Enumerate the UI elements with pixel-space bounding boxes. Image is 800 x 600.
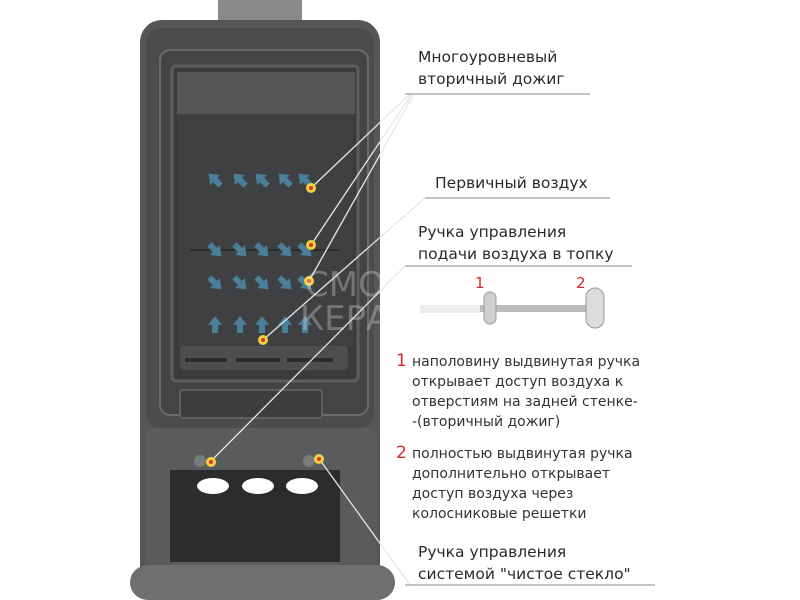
note-line: колосниковые решетки (412, 506, 587, 522)
ash-drawer (179, 389, 323, 419)
label-air-handle-1: Ручка управления (418, 223, 567, 241)
note-line: наполовину выдвинутая ручка (412, 354, 641, 370)
label-clean-glass-2: системой "чистое стекло" (418, 565, 631, 583)
watermark-line-2: КЕРА (300, 299, 390, 339)
airflow-arrow-icon (208, 316, 222, 333)
airflow-arrow-icon (233, 173, 248, 188)
note-line: доступ воздуха через (412, 486, 574, 502)
note-line: дополнительно открывает (412, 466, 611, 482)
watermark-line-1: СМОЛ (305, 265, 411, 305)
airflow-arrow-icon (255, 173, 270, 188)
note-number: 2 (396, 443, 407, 463)
markers (206, 183, 324, 467)
airflow-arrow-icon (278, 316, 292, 333)
airflow-arrow-icon (254, 275, 269, 290)
airflow-arrow-icon (208, 173, 223, 188)
label-clean-glass-1: Ручка управления (418, 543, 567, 561)
handle-position-2: 2 (576, 274, 586, 292)
airflow-arrow-icon (298, 316, 312, 333)
airflow-arrow-icon (277, 242, 292, 257)
airflow-arrow-icon (233, 316, 247, 333)
airflow-arrow-icon (232, 275, 247, 290)
baffle (177, 72, 355, 114)
note-line: отверстиям на задней стенке- (412, 394, 638, 410)
airflow-arrow-icon (232, 242, 247, 257)
label-underlines (405, 93, 655, 586)
leader-lines (209, 93, 426, 586)
airflow-arrow-icon (255, 316, 269, 333)
label-secondary-burn-2: вторичный дожиг (418, 70, 565, 88)
note-line: полностью выдвинутая ручка (412, 446, 633, 462)
airflow-arrow-icon (278, 173, 293, 188)
label-air-handle-2: подачи воздуха в топку (418, 245, 614, 263)
note-line: -(вторичный дожиг) (412, 414, 561, 430)
air-knob (194, 455, 206, 467)
note-line: открывает доступ воздуха к (412, 374, 624, 390)
airflow-arrow-icon (207, 275, 222, 290)
airflow-arrow-icon (207, 242, 222, 257)
handle-position-1: 1 (475, 274, 485, 292)
label-secondary-burn-1: Многоуровневый (418, 48, 558, 66)
note-number: 1 (396, 351, 407, 371)
clean-glass-knob (303, 455, 315, 467)
handle-diagram (420, 287, 605, 329)
airflow-arrow-icon (297, 242, 312, 257)
airflow-arrow-icon (254, 242, 269, 257)
firebox (178, 114, 353, 346)
label-primary-air: Первичный воздух (435, 174, 588, 192)
airflow-arrow-icon (277, 275, 292, 290)
